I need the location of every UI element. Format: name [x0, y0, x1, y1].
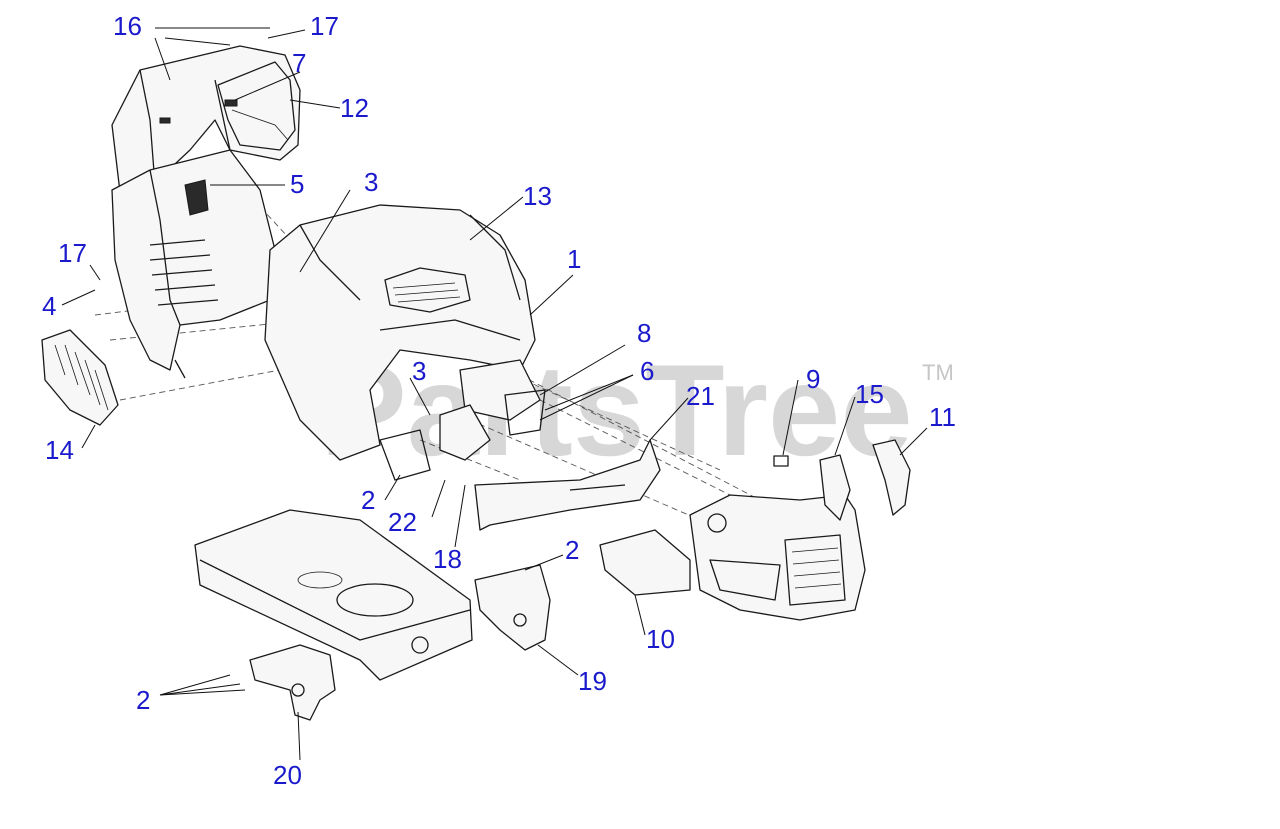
- callout-22: 22: [388, 507, 417, 537]
- callout-2-lower: 2: [136, 685, 150, 715]
- callout-12: 12: [340, 93, 369, 123]
- callout-14: 14: [45, 435, 74, 465]
- callout-13: 13: [523, 181, 552, 211]
- callout-8: 8: [637, 318, 651, 348]
- callouts: 16 17 7 12 5 3 13 1 17 4 8 3 6 21 9 15 1…: [42, 11, 956, 790]
- callout-9: 9: [806, 364, 820, 394]
- callout-3-lower: 3: [412, 356, 426, 386]
- leader-lines: [61, 27, 928, 761]
- lower-pan-part: [599, 529, 691, 596]
- callout-21: 21: [686, 381, 715, 411]
- callout-16: 16: [113, 11, 142, 41]
- grille-insert-part: [41, 329, 119, 426]
- hood-brackets: [379, 389, 546, 481]
- callout-20: 20: [273, 760, 302, 790]
- callout-19: 19: [578, 666, 607, 696]
- callout-2-hood: 2: [361, 485, 375, 515]
- callout-11: 11: [929, 402, 956, 432]
- callout-7: 7: [292, 48, 306, 78]
- callout-15: 15: [855, 379, 884, 409]
- callout-18: 18: [433, 544, 462, 574]
- callout-2-frame: 2: [565, 535, 579, 565]
- watermark-text: PartsTree: [320, 337, 913, 483]
- front-grille-part: [689, 454, 866, 621]
- callout-17-left: 17: [58, 238, 87, 268]
- watermark: PartsTree TM: [320, 337, 954, 483]
- callout-17-top: 17: [310, 11, 339, 41]
- callout-6: 6: [640, 356, 654, 386]
- callout-10: 10: [646, 624, 675, 654]
- hood-part: [264, 204, 541, 461]
- seat-back-part: [111, 45, 301, 193]
- rear-fender-part: [111, 149, 276, 379]
- frame-part: [194, 509, 551, 721]
- callout-4: 4: [42, 291, 56, 321]
- bumper-strip-part: [474, 439, 661, 531]
- callout-5: 5: [290, 169, 304, 199]
- watermark-trademark: TM: [922, 360, 954, 385]
- callout-1: 1: [567, 244, 581, 274]
- callout-3-upper: 3: [364, 167, 378, 197]
- side-cap-part: [872, 439, 911, 516]
